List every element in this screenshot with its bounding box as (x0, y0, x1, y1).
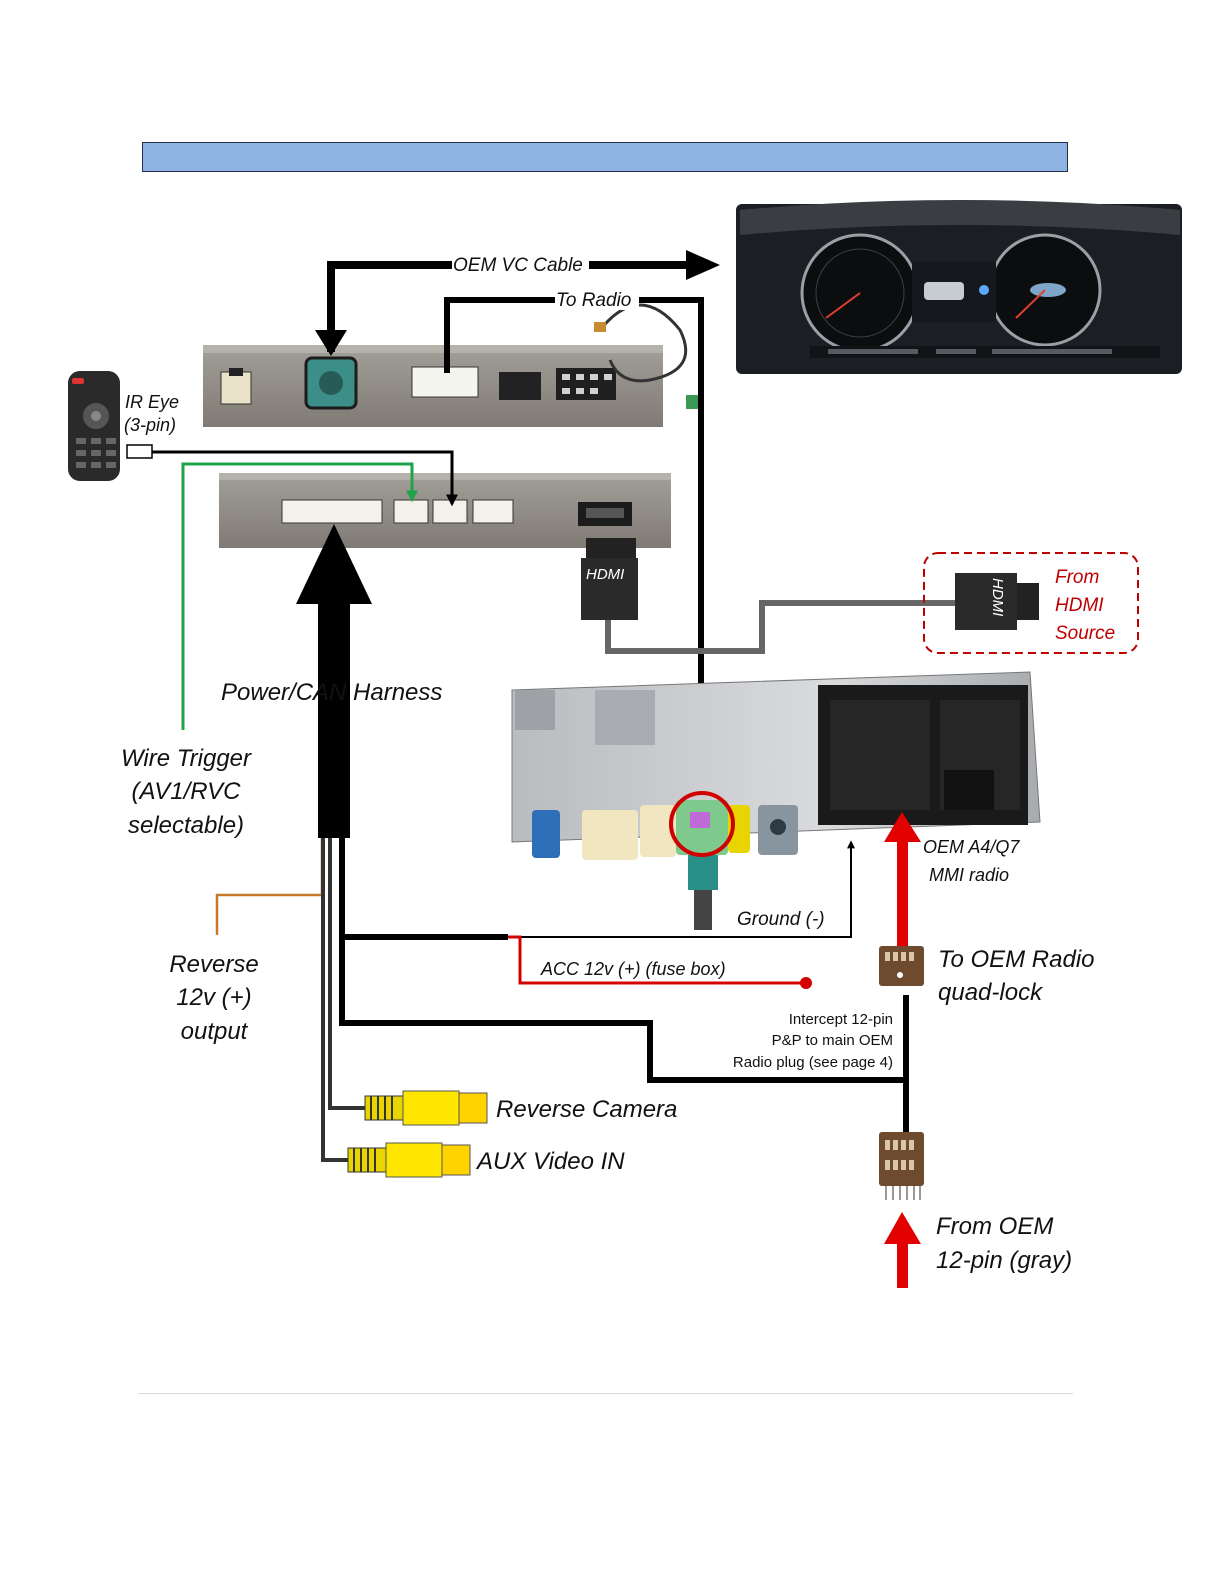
ir-eye-wire (152, 450, 458, 507)
ground-label: Ground (-) (737, 909, 825, 930)
intercept-cable (339, 937, 906, 1083)
footer-rule (138, 1393, 1073, 1394)
oem-radio-unit (511, 671, 1041, 930)
from-oem-label-1: From OEM (936, 1213, 1053, 1240)
reverse-output-label-2: 12v (+) (176, 984, 251, 1011)
vc-arrow-down (315, 330, 347, 356)
hdmi-source-plug (955, 573, 1039, 630)
oem-radio-arrow (884, 812, 921, 950)
acc-terminal (800, 977, 812, 989)
hdmi-plug-label: HDMI (586, 566, 624, 583)
harness-arrow (296, 524, 372, 604)
wire-trigger-label-3: selectable) (128, 812, 244, 839)
interface-module-bottom (219, 473, 671, 548)
vc-arrow-right (686, 250, 720, 280)
intercept-label-1: Intercept 12-pin (789, 1011, 893, 1028)
ir-eye-pin-label: (3-pin) (124, 415, 176, 435)
title-bar (142, 142, 1068, 172)
remote-control-image (68, 371, 120, 481)
aux-video-rca (347, 1142, 471, 1178)
oem-radio-label-1: OEM A4/Q7 (923, 837, 1020, 857)
hdmi-source-plug-label: HDMI (989, 578, 1006, 616)
from-hdmi-label-1: From (1055, 567, 1099, 588)
ground-acc-branch (339, 838, 508, 940)
to-oem-radio-label-1: To OEM Radio (938, 946, 1095, 973)
aux-video-cable (321, 838, 348, 1162)
reverse-camera-label: Reverse Camera (496, 1096, 677, 1123)
wire-trigger-label-2: (AV1/RVC (132, 778, 242, 805)
acc-wire (508, 935, 806, 985)
hdmi-plug (581, 538, 638, 620)
from-oem-label-2: 12-pin (gray) (936, 1247, 1072, 1274)
ir-eye-sensor (126, 444, 153, 459)
oem-vc-cable (327, 261, 695, 352)
reverse-output-label-1: Reverse (169, 951, 258, 978)
power-can-harness (318, 600, 350, 838)
acc-label: ACC 12v (+) (fuse box) (540, 959, 726, 979)
reverse-output-label-3: output (181, 1018, 249, 1045)
reverse-camera-cable (328, 838, 365, 1110)
oem-12pin-connector (879, 1132, 924, 1200)
interface-module-top (203, 345, 663, 427)
power-can-harness-label: Power/CAN Harness (221, 679, 442, 706)
reverse-camera-rca (364, 1090, 488, 1126)
from-hdmi-label-3: Source (1055, 623, 1115, 644)
wire-trigger-label-1: Wire Trigger (121, 745, 252, 772)
oem-vc-cable-label: OEM VC Cable (453, 255, 583, 276)
wire-trigger-cable (181, 462, 418, 730)
intercept-label-3: Radio plug (see page 4) (733, 1054, 893, 1071)
ir-eye-label: IR Eye (125, 392, 179, 412)
to-oem-radio-label-2: quad-lock (938, 979, 1044, 1006)
hdmi-cable (605, 600, 958, 654)
reverse-output-wire (215, 838, 324, 935)
ground-wire (508, 840, 855, 938)
virtual-cockpit-image (736, 200, 1182, 374)
hdmi-source-box (923, 552, 1139, 654)
oem-radio-label-2: MMI radio (929, 865, 1009, 885)
aux-video-label: AUX Video IN (475, 1148, 625, 1175)
from-hdmi-label-2: HDMI (1055, 595, 1104, 616)
from-oem-arrow (884, 1212, 921, 1288)
hdmi-input-highlight (669, 791, 735, 857)
intercept-label-2: P&P to main OEM (772, 1032, 893, 1049)
to-radio-label: To Radio (556, 290, 631, 311)
quad-lock-connector (879, 946, 924, 986)
